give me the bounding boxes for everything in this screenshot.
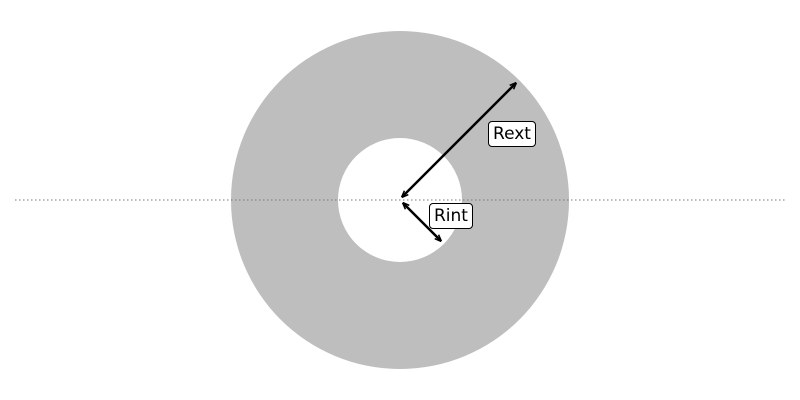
inner-radius-arrow xyxy=(403,203,441,241)
outer-radius-arrow xyxy=(402,83,516,197)
outer-radius-label: Rext xyxy=(488,121,536,147)
inner-radius-label: Rint xyxy=(429,203,473,229)
